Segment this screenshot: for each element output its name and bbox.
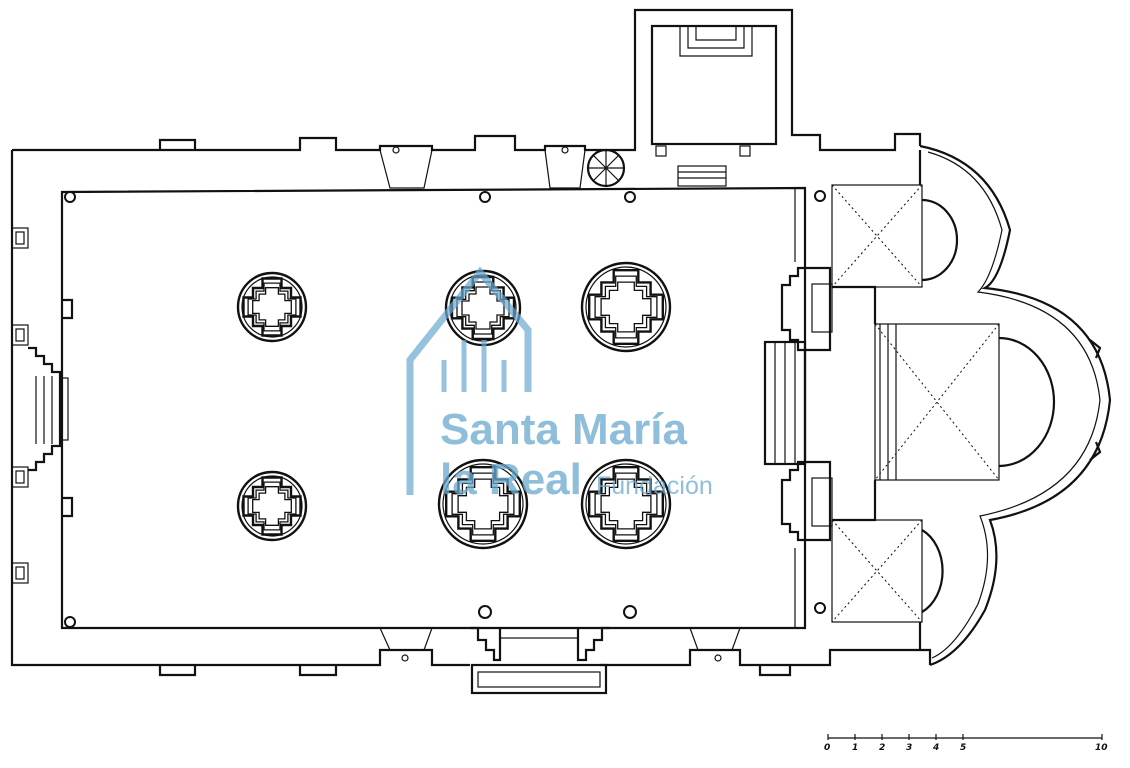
wall-shafts xyxy=(64,190,826,628)
north-annex xyxy=(650,24,778,187)
pier xyxy=(437,458,529,550)
chancel xyxy=(763,144,1112,667)
scale-label-4: 4 xyxy=(932,743,939,753)
pier xyxy=(580,261,672,353)
pier xyxy=(236,271,308,343)
west-wall-buttresses xyxy=(11,227,74,584)
pier xyxy=(236,470,308,542)
scale-label-2: 2 xyxy=(879,743,885,753)
scale-label-5: 5 xyxy=(960,743,966,753)
watermark-title: Santa María xyxy=(440,405,688,454)
pier xyxy=(580,458,672,550)
watermark-foundation: Fundación xyxy=(596,472,713,500)
foundation-watermark: Santa María la Real Fundación xyxy=(406,266,713,504)
spiral-staircase xyxy=(586,148,626,188)
scale-label-3: 3 xyxy=(906,743,912,753)
south-portal xyxy=(470,626,610,695)
scale-label-1: 1 xyxy=(852,743,858,753)
north-windows xyxy=(379,146,586,189)
scale-label-0: 0 xyxy=(824,743,830,753)
south-windows xyxy=(379,627,741,662)
scale-bar: 0 1 2 3 4 5 10 xyxy=(824,734,1108,753)
watermark-subtitle: la Real xyxy=(440,455,582,504)
scale-label-10: 10 xyxy=(1095,743,1108,753)
church-outline-icon xyxy=(406,266,532,495)
